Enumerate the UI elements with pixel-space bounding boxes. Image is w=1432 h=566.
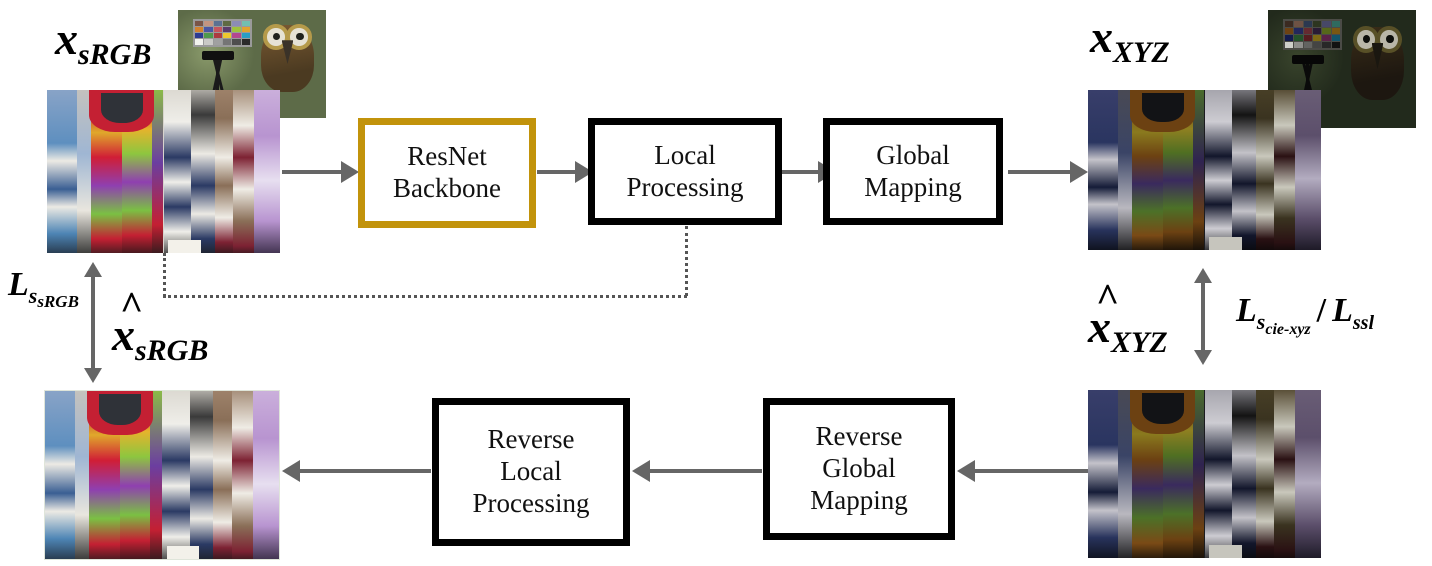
label-xhat-srgb: ^ xsRGB	[112, 283, 209, 368]
block-reverse-local-processing-line2: Local	[500, 456, 562, 487]
block-reverse-local-processing-line3: Processing	[472, 487, 590, 518]
label-x-srgb-sub: sRGB	[78, 38, 152, 72]
label-loss-xyz-L: L	[1236, 292, 1257, 329]
photo-socks-srgb-reconstructed	[44, 390, 280, 560]
loss-srgb-arrow-head-up	[84, 262, 102, 277]
arrow-revglobal-to-revlocal-line	[650, 469, 762, 473]
block-global-mapping-line2: Mapping	[864, 171, 962, 202]
loss-srgb-arrow-shaft	[91, 273, 95, 371]
label-loss-srgb: LssRGB	[8, 266, 79, 311]
block-local-processing[interactable]: Local Processing	[588, 118, 782, 225]
label-xhat-srgb-var: x	[112, 309, 135, 360]
label-xhat-xyz-var: x	[1088, 301, 1111, 352]
label-x-xyz-var: x	[1090, 11, 1113, 62]
label-x-srgb-var: x	[55, 13, 78, 64]
label-loss-xyz-s: s	[1256, 308, 1266, 334]
label-xhat-xyz-sub: XYZ	[1111, 326, 1168, 360]
block-resnet-backbone[interactable]: ResNet Backbone	[358, 118, 536, 228]
block-global-mapping[interactable]: Global Mapping	[823, 118, 1003, 225]
arrow-global-to-xyz-head	[1070, 161, 1088, 183]
label-x-xyz-sub: XYZ	[1113, 36, 1170, 70]
block-global-mapping-line1: Global	[876, 139, 950, 170]
label-xhat-xyz-hat: ^	[1096, 275, 1120, 320]
arrow-revglobal-to-revlocal-head	[632, 460, 650, 482]
block-reverse-global-mapping[interactable]: Reverse Global Mapping	[763, 398, 955, 540]
block-resnet-backbone-line1: ResNet	[407, 141, 487, 172]
arrow-xyz-to-revglobal-head	[957, 460, 975, 482]
label-x-xyz: xXYZ	[1090, 10, 1170, 70]
arrow-resnet-to-local-line	[537, 170, 579, 174]
label-loss-srgb-L: L	[8, 266, 29, 303]
block-reverse-global-mapping-line1: Reverse	[815, 421, 903, 452]
label-xhat-srgb-sub: sRGB	[135, 334, 209, 368]
label-x-srgb: xsRGB	[55, 12, 151, 72]
block-local-processing-line1: Local	[654, 139, 716, 170]
arrow-input-to-resnet-line	[282, 170, 344, 174]
block-reverse-local-processing-line1: Reverse	[487, 424, 575, 455]
label-loss-divider: /	[1316, 292, 1327, 329]
skip-connection-vertical-right	[685, 226, 688, 296]
label-xhat-srgb-hat: ^	[120, 283, 144, 328]
loss-xyz-arrow-head-up	[1194, 268, 1212, 283]
arrow-input-to-resnet-head	[341, 161, 359, 183]
arrow-local-to-global-line	[782, 170, 822, 174]
photo-socks-xyz-reconstructed	[1088, 390, 1321, 558]
label-loss-xyz-sub: cie-xyz	[1265, 321, 1311, 338]
loss-xyz-arrow-head-down	[1194, 350, 1212, 365]
arrow-revlocal-to-output-line	[300, 469, 431, 473]
photo-socks-srgb	[47, 90, 280, 253]
photo-socks-xyz	[1088, 90, 1321, 250]
block-local-processing-line2: Processing	[626, 171, 744, 202]
skip-connection-horizontal	[163, 295, 687, 298]
label-loss-srgb-s: s	[28, 282, 38, 308]
loss-srgb-arrow-head-down	[84, 368, 102, 383]
label-loss-ssl-L: L	[1332, 292, 1353, 329]
arrow-global-to-xyz-line	[1008, 170, 1074, 174]
photo-owl-srgb	[178, 10, 326, 118]
block-reverse-local-processing[interactable]: Reverse Local Processing	[432, 398, 630, 546]
arrow-xyz-to-revglobal-line	[975, 469, 1088, 473]
block-reverse-global-mapping-line3: Mapping	[810, 484, 908, 515]
label-loss-srgb-sub: sRGB	[37, 292, 79, 311]
label-loss-ssl-sub: ssl	[1352, 311, 1375, 334]
skip-connection-vertical-left	[163, 253, 166, 297]
arrow-revlocal-to-output-head	[282, 460, 300, 482]
block-resnet-backbone-line2: Backbone	[393, 173, 501, 203]
label-loss-xyz-ssl: Lscie-xyz/Lssl	[1236, 292, 1375, 338]
label-xhat-xyz: ^ xXYZ	[1088, 275, 1168, 360]
block-reverse-global-mapping-line2: Global	[822, 453, 896, 484]
loss-xyz-arrow-shaft	[1201, 279, 1205, 353]
